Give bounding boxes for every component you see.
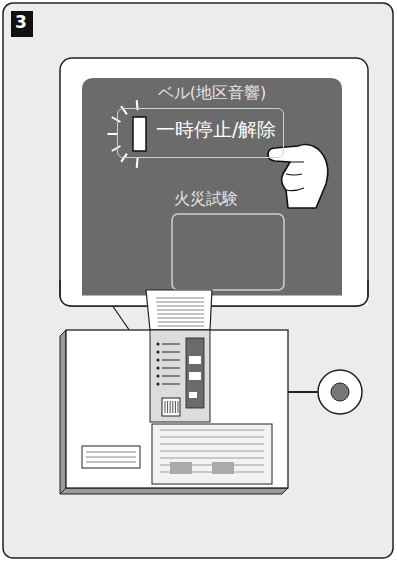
node-label: ベル(地区音響) — [86, 83, 338, 102]
indicator-circle — [318, 370, 362, 414]
node-label: 一時停止/解除 — [156, 118, 279, 141]
device-side — [60, 330, 66, 494]
panel-section: ベル(地区音響) 一時停止/解除火災試験 — [82, 78, 342, 294]
pointing-hand — [268, 145, 328, 208]
device-bottom — [60, 488, 288, 494]
step-badge: 3 — [11, 11, 33, 37]
stop-release-button: 一時停止/解除 — [117, 108, 284, 158]
lid-lines — [156, 298, 204, 326]
indicator-dot — [331, 383, 349, 401]
callout-cut — [60, 296, 368, 306]
ray — [136, 158, 139, 168]
node-label: 火災試験 — [174, 189, 282, 208]
node-label: 3 — [13, 12, 29, 32]
control-panel — [150, 330, 210, 422]
instruction-sheet — [152, 424, 272, 484]
indicator-dots — [156, 342, 180, 385]
button-outline — [172, 214, 284, 290]
finger-lines — [286, 162, 304, 191]
bar — [288, 391, 318, 393]
device-lid — [146, 290, 212, 330]
panel-face — [82, 78, 342, 300]
instruction-lines — [160, 430, 264, 474]
lamp — [133, 117, 146, 151]
switch — [162, 398, 180, 416]
callout-edge — [60, 280, 368, 306]
ray — [108, 133, 118, 135]
frame — [3, 3, 393, 558]
button-column — [186, 338, 204, 408]
callout-box — [60, 58, 368, 306]
device-body — [66, 330, 288, 488]
fire-test-button: 火災試験 — [168, 186, 286, 213]
rating-label — [82, 446, 140, 468]
